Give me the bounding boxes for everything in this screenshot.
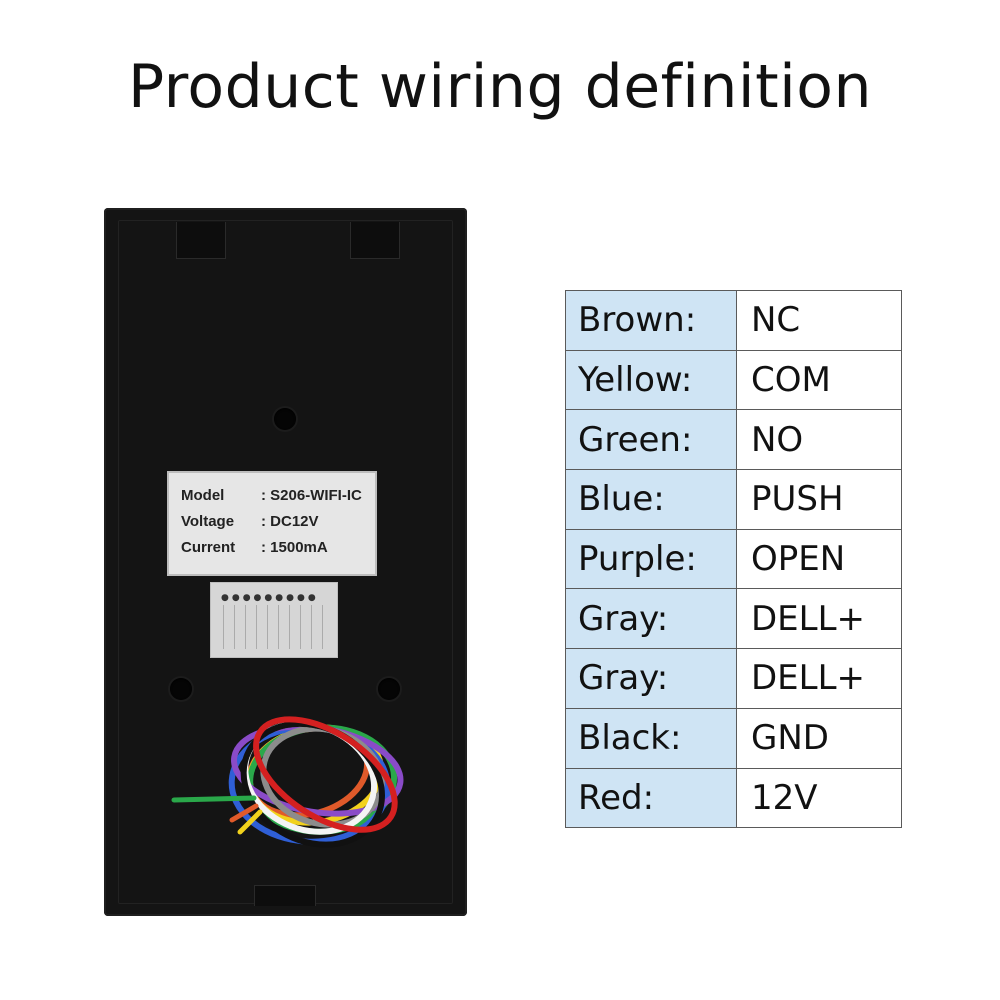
wiring-row: Green:NO [565, 409, 902, 471]
screw-hole-left [170, 678, 192, 700]
wire-bundle [171, 716, 404, 848]
spec-value: : 1500mA [261, 539, 328, 556]
wire-function-cell: NO [736, 409, 902, 471]
screw-hole-right [378, 678, 400, 700]
wire-color-cell: Brown: [565, 290, 737, 351]
wiring-row: Gray:DELL+ [565, 588, 902, 650]
spec-key: Current [181, 539, 236, 556]
wire-function-cell: NC [736, 290, 902, 351]
wire-end [229, 803, 259, 823]
mount-notch-bottom [254, 885, 316, 906]
spec-label: Model : S206-WIFI-IC Voltage : DC12V Curre… [167, 471, 377, 576]
wiring-row: Purple:OPEN [565, 528, 902, 590]
wiring-row: Yellow:COM [565, 349, 902, 411]
spec-row-voltage: Voltage : DC12V [181, 513, 319, 530]
pin-map-sticker: ●●●●●●●●● [210, 582, 338, 658]
spec-key: Voltage [181, 513, 235, 530]
wiring-row: Black:GND [565, 707, 902, 769]
spec-value: : DC12V [261, 513, 319, 530]
page-title: Product wiring definition [127, 52, 873, 122]
screw-hole-top [274, 408, 296, 430]
wire-color-cell: Purple: [565, 528, 737, 590]
device-back-photo: Model : S206-WIFI-IC Voltage : DC12V Curre… [104, 208, 467, 916]
wire-loop [253, 716, 398, 833]
mount-notch-right [350, 222, 400, 259]
spec-row-current: Current : 1500mA [181, 539, 328, 556]
spec-key: Model [181, 487, 225, 504]
pin-dots: ●●●●●●●●● [221, 593, 319, 603]
wire-function-cell: 12V [736, 767, 902, 829]
wiring-row: Gray:DELL+ [565, 648, 902, 709]
spec-row-model: Model : S206-WIFI-IC [181, 487, 362, 504]
wiring-row: Blue:PUSH [565, 469, 902, 530]
wiring-row: Red:12V [565, 767, 902, 829]
spec-value: : S206-WIFI-IC [261, 487, 362, 504]
wire-function-cell: DELL+ [736, 588, 902, 650]
wire-function-cell: OPEN [736, 528, 902, 590]
wire-color-cell: Black: [565, 707, 737, 769]
pin-text-lines [223, 605, 327, 649]
wire-color-cell: Red: [565, 767, 737, 829]
wire-function-cell: GND [736, 707, 902, 769]
wire-color-cell: Blue: [565, 469, 737, 530]
wire-color-cell: Green: [565, 409, 737, 471]
wire-color-cell: Gray: [565, 588, 737, 650]
wire-function-cell: PUSH [736, 469, 902, 530]
wire-end [237, 809, 263, 835]
wire-function-cell: DELL+ [736, 648, 902, 709]
wire-color-cell: Gray: [565, 648, 737, 709]
wire-color-cell: Yellow: [565, 349, 737, 411]
wiring-row: Brown:NC [565, 290, 902, 351]
mount-notch-left [176, 222, 226, 259]
wire-function-cell: COM [736, 349, 902, 411]
wire-end [171, 795, 257, 803]
